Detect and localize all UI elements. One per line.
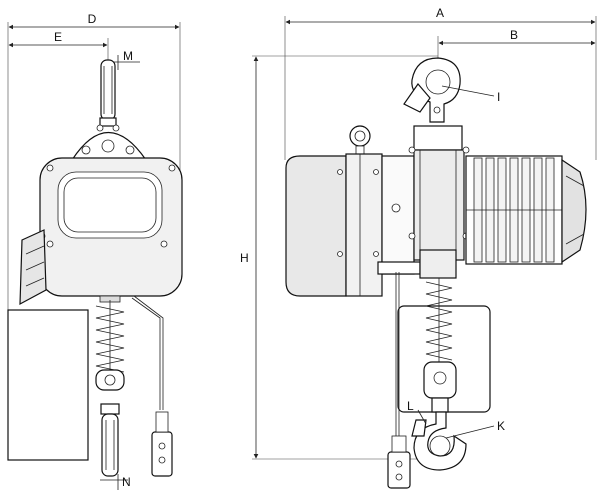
dimension-n: N — [100, 474, 131, 490]
front-chain-spring — [95, 295, 125, 373]
label-d: D — [88, 12, 97, 26]
leader-k: K — [445, 419, 505, 439]
dimension-a: A — [284, 6, 597, 160]
label-a: A — [436, 6, 444, 20]
top-dome — [70, 124, 148, 161]
side-pendant-switch — [387, 435, 411, 489]
leader-l: L — [407, 399, 427, 425]
side-chain-spring — [425, 278, 453, 362]
lower-block — [377, 249, 491, 413]
label-h: H — [240, 251, 249, 265]
label-m: M — [123, 49, 133, 63]
eye-bolt — [349, 125, 371, 157]
side-bracket — [19, 229, 47, 306]
front-hook-block — [95, 369, 125, 477]
front-pendant — [131, 295, 173, 477]
label-b: B — [510, 28, 518, 42]
top-hook — [403, 57, 461, 123]
side-view: A B H I — [240, 6, 597, 489]
label-e: E — [54, 30, 62, 44]
front-housing — [38, 157, 183, 297]
label-k: K — [497, 419, 505, 433]
dimension-m: M — [112, 49, 140, 70]
motor-fins — [465, 155, 587, 265]
label-n: N — [122, 475, 131, 489]
side-pendant-cable — [395, 272, 400, 440]
front-view: D E M — [7, 12, 183, 490]
motor-block-rear — [7, 309, 89, 461]
gearbox-housing — [285, 153, 383, 297]
leader-i: I — [441, 85, 500, 104]
top-shackle — [99, 59, 117, 127]
dimension-d: D — [7, 12, 181, 310]
label-i: I — [497, 90, 500, 104]
dimension-e: E — [8, 30, 109, 60]
label-l: L — [407, 399, 414, 413]
dimension-b: B — [437, 28, 596, 60]
